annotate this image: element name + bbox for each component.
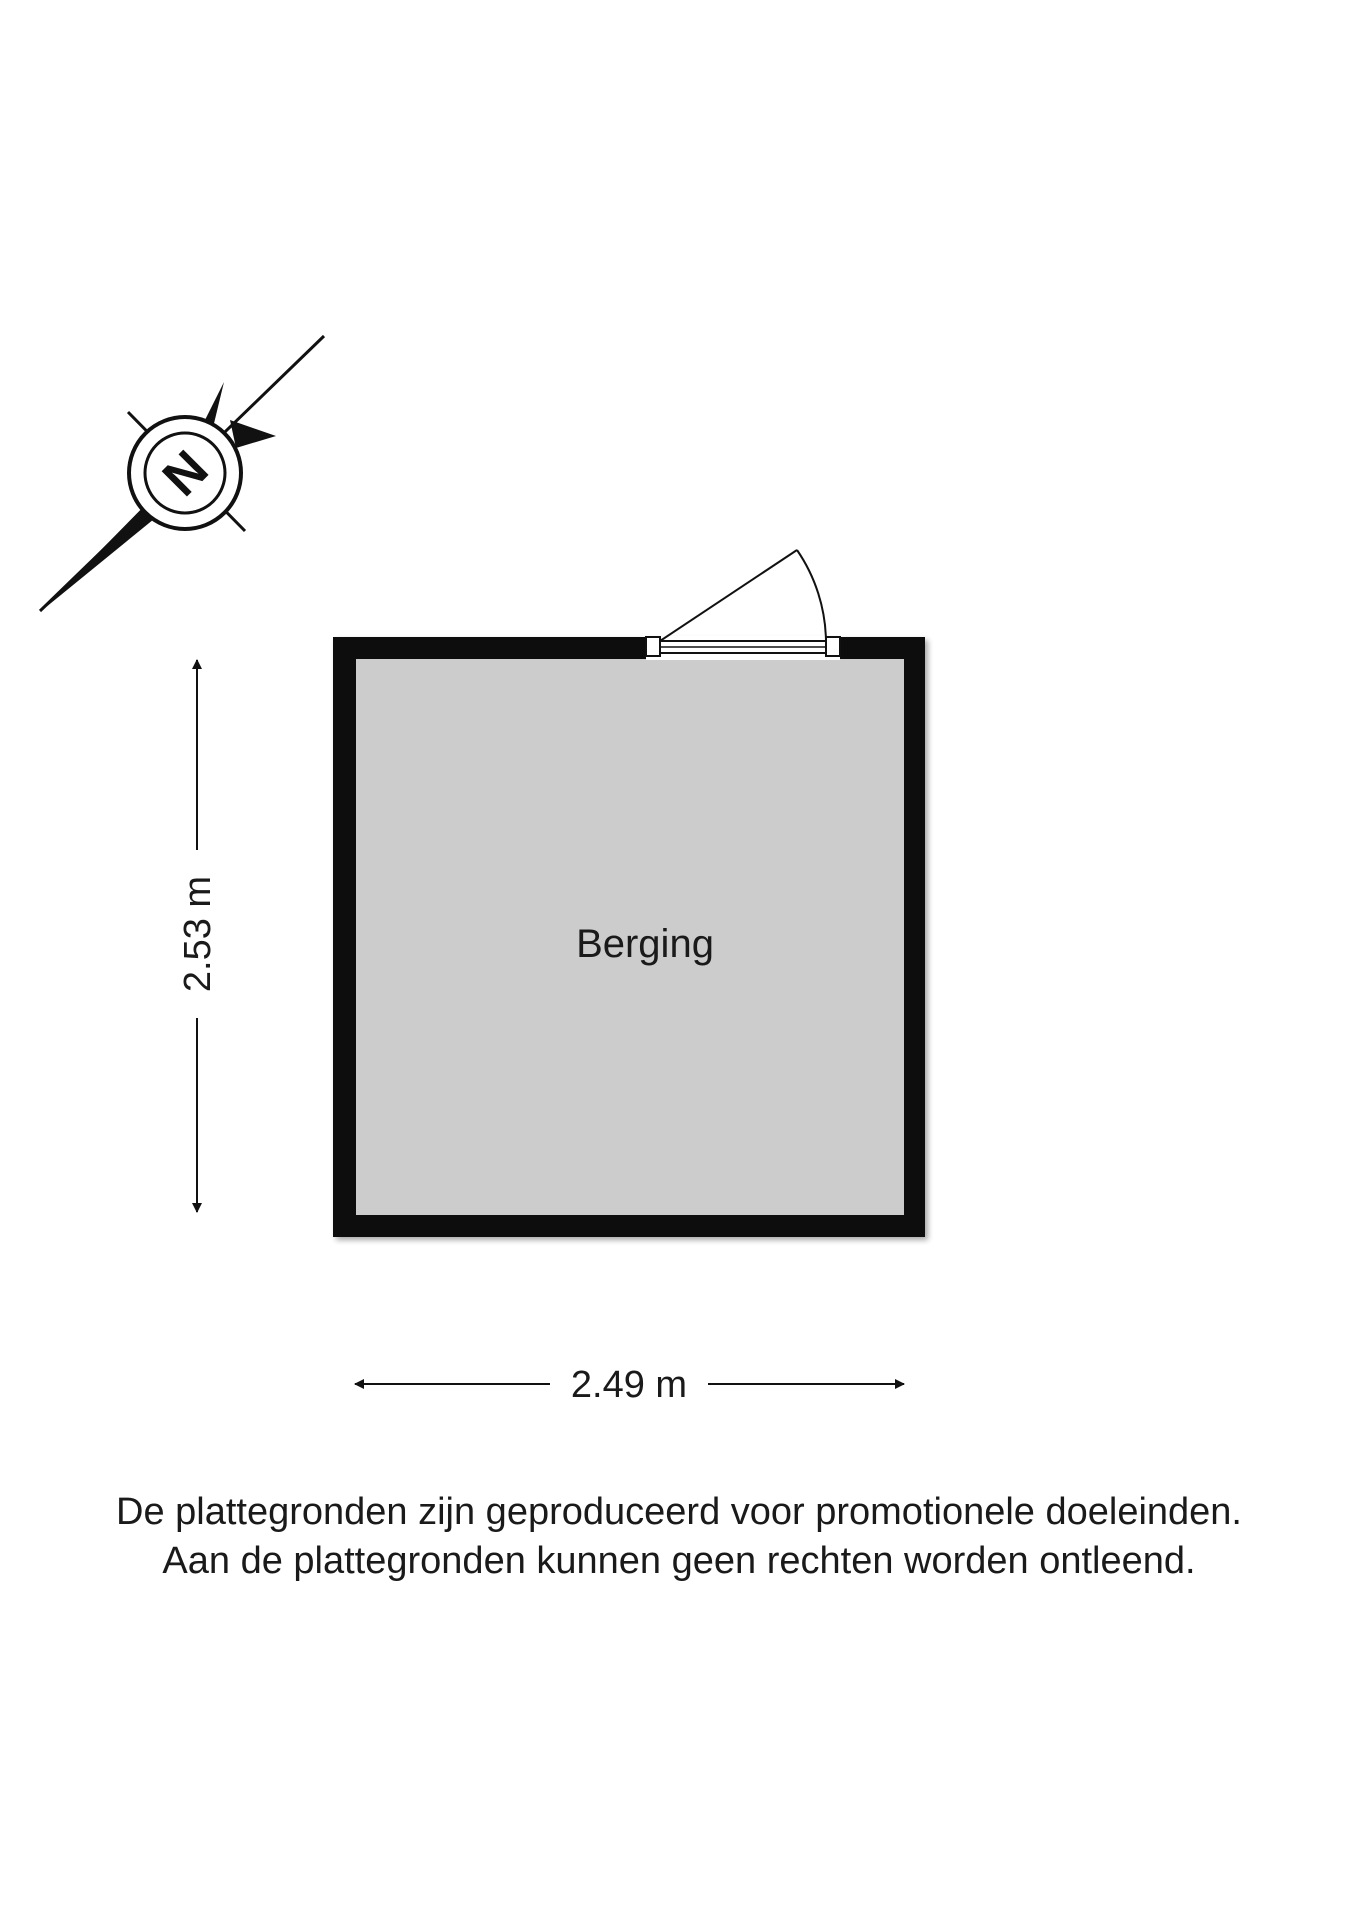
door	[645, 549, 841, 660]
room-floor	[356, 659, 904, 1215]
room-label: Berging	[576, 922, 714, 966]
north-arrow-icon: N	[38, 334, 326, 613]
compass-inner-ring	[143, 431, 227, 515]
disclaimer: De plattegronden zijn geproduceerd voor …	[0, 1488, 1358, 1586]
door-leaf	[659, 549, 798, 642]
door-frame-left	[645, 636, 661, 657]
height-dimension: 2.53 m	[177, 659, 219, 1213]
width-dimension: 2.49 m	[354, 1364, 905, 1406]
compass-needle-south	[40, 492, 170, 612]
compass-needle-north-right	[230, 420, 276, 448]
height-dimension-label: 2.53 m	[177, 876, 219, 992]
disclaimer-line-2: Aan de plattegronden kunnen geen rechten…	[162, 1540, 1196, 1582]
door-swing-arc	[796, 549, 827, 642]
disclaimer-line-1: De plattegronden zijn geproduceerd voor …	[116, 1491, 1242, 1533]
door-frame-right	[825, 636, 841, 657]
door-opening	[646, 636, 840, 660]
width-dimension-label: 2.49 m	[571, 1364, 687, 1406]
room-berging	[333, 637, 925, 1237]
